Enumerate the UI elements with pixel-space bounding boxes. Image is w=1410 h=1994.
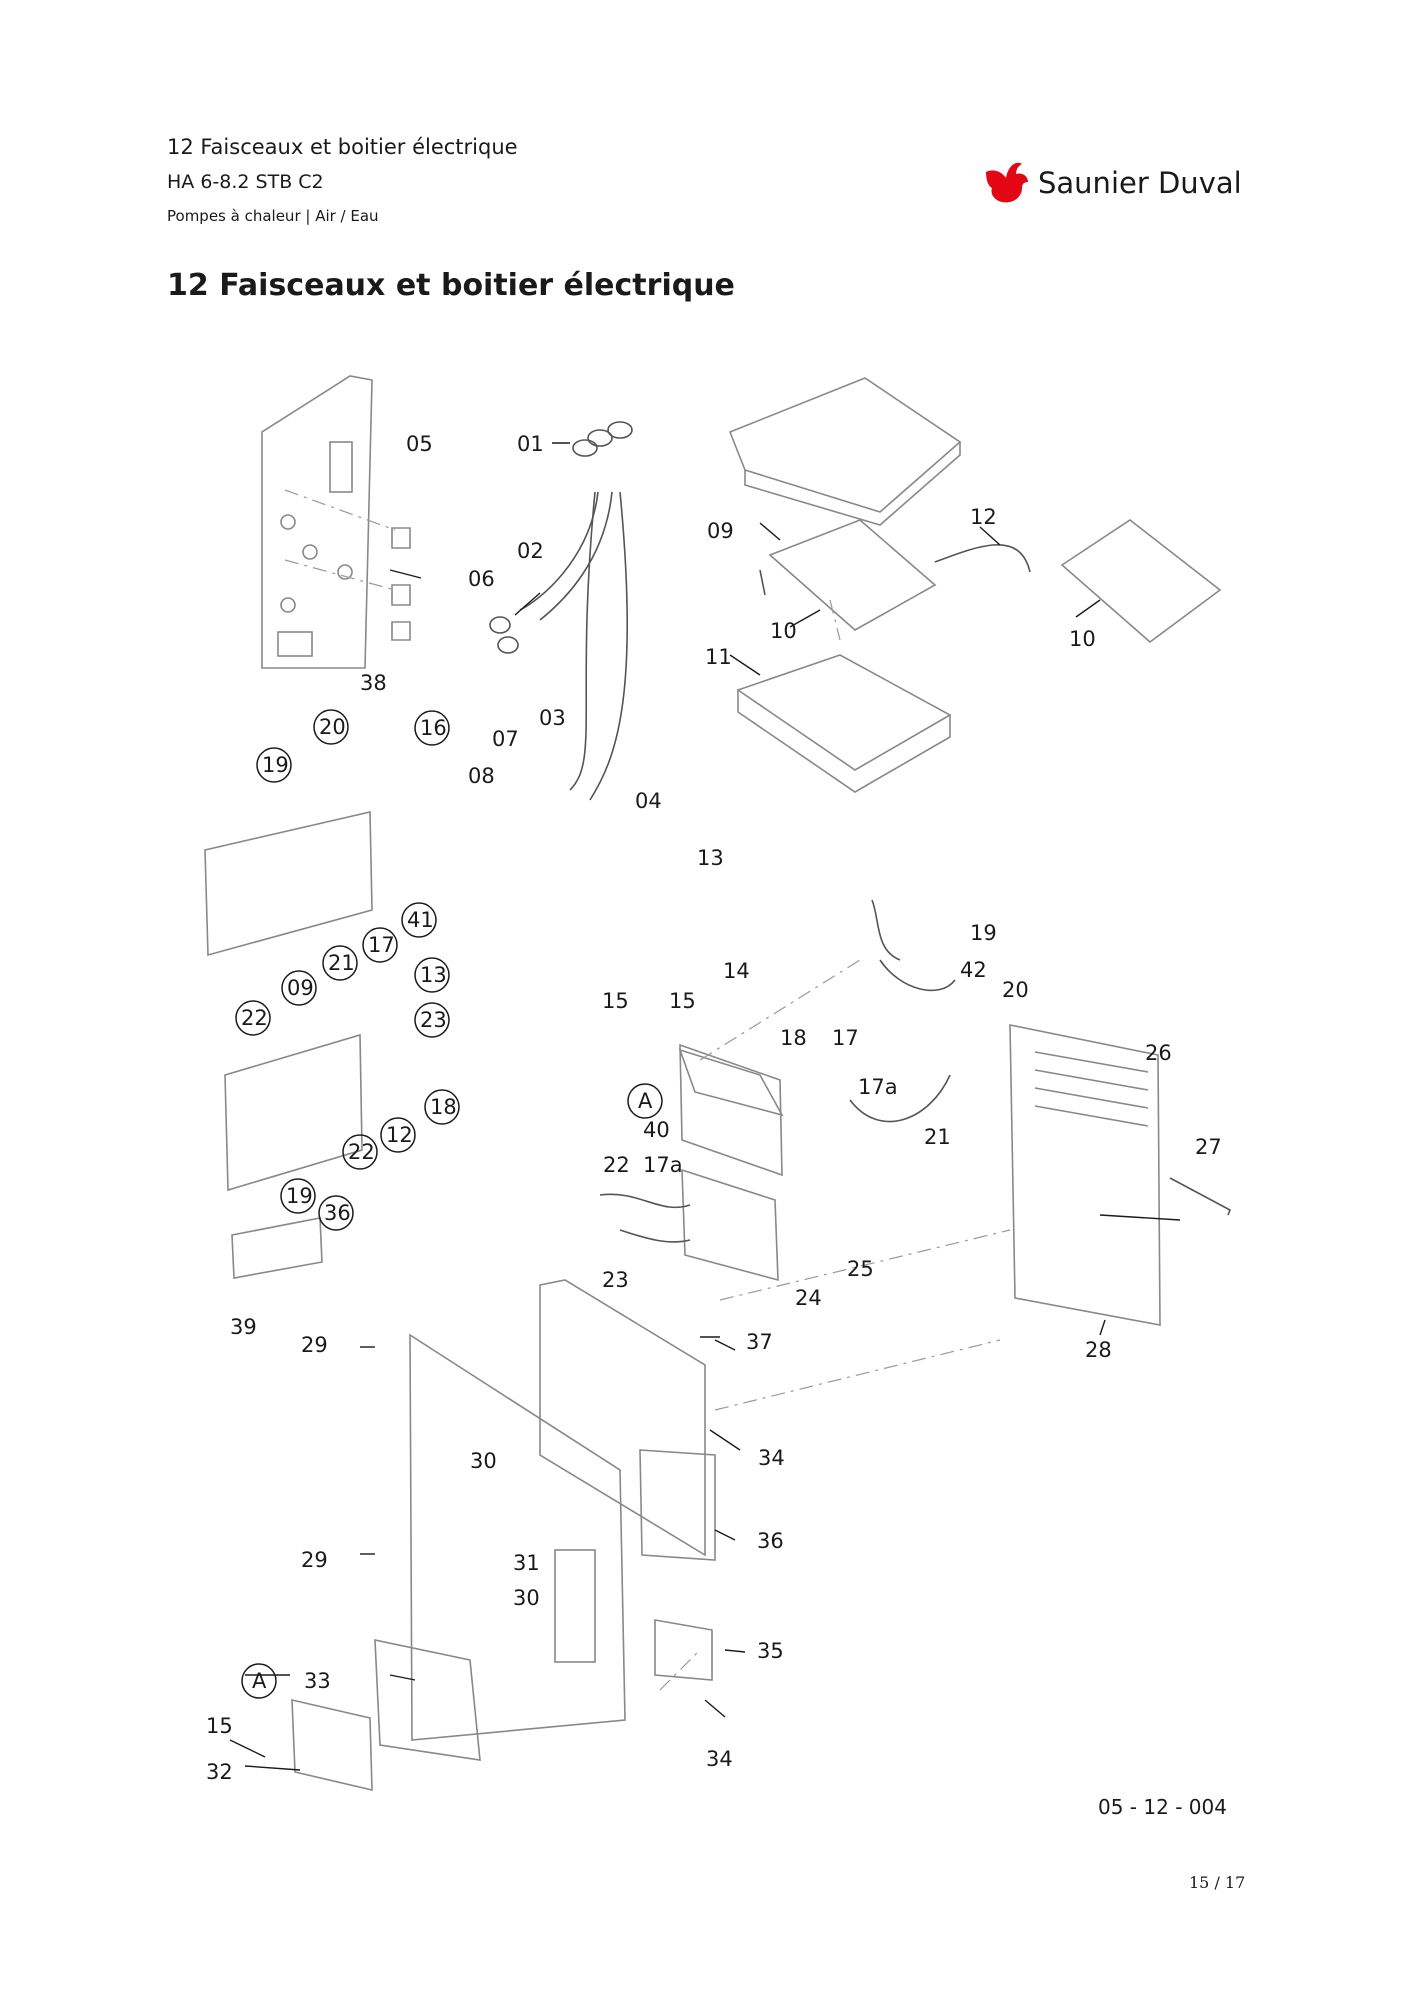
callout-35: 34	[758, 1446, 785, 1470]
left-boards-drawing	[204, 810, 373, 1279]
circled-22: 22	[241, 1006, 268, 1030]
callout-15: 15	[669, 989, 696, 1013]
callout-30: 29	[301, 1333, 328, 1357]
callout-23: 22	[603, 1153, 630, 1177]
box-lid-drawing	[728, 377, 962, 526]
front-panel-drawing	[1009, 1024, 1232, 1326]
circled-19: 19	[262, 753, 289, 777]
circled-20: 20	[319, 715, 346, 739]
callout-31b: 30	[513, 1586, 540, 1610]
header-section: 12 Faisceaux et boitier électrique	[167, 135, 518, 159]
callout-33: 32	[206, 1760, 233, 1784]
circled-12: 12	[386, 1123, 413, 1147]
callout-40: 39	[230, 1315, 257, 1339]
callout-31: 30	[470, 1449, 497, 1473]
callout-42: 42	[960, 958, 987, 982]
header-model: HA 6-8.2 STB C2	[167, 171, 324, 193]
circled-09: 09	[287, 976, 314, 1000]
callout-17a: 17a	[858, 1075, 898, 1099]
callout-02: 02	[517, 539, 544, 563]
pcb-drawing	[759, 519, 1222, 644]
center-parts-drawing	[599, 899, 956, 1282]
callout-35b: 34	[706, 1747, 733, 1771]
callout-26: 25	[847, 1257, 874, 1281]
callout-22: 21	[924, 1125, 951, 1149]
callout-27: 26	[1145, 1041, 1172, 1065]
circled-19b: 19	[286, 1184, 313, 1208]
brand-name: Saunier Duval	[1038, 166, 1242, 200]
callout-04: 04	[635, 789, 662, 813]
callout-03: 03	[539, 706, 566, 730]
housing-drawing	[291, 1279, 716, 1792]
callout-37: 36	[757, 1529, 784, 1553]
callout-30b: 29	[301, 1548, 328, 1572]
circled-A2: A	[252, 1669, 267, 1693]
callout-14: 14	[723, 959, 750, 983]
callout-11: 11	[705, 645, 732, 669]
circled-23: 23	[420, 1008, 447, 1032]
callout-32: 31	[513, 1551, 540, 1575]
callout-09: 09	[707, 519, 734, 543]
callout-05: 05	[406, 432, 433, 456]
callout-39: 38	[360, 671, 387, 695]
callout-34: 33	[304, 1669, 331, 1693]
callout-10b: 10	[1069, 627, 1096, 651]
callout-10: 10	[770, 619, 797, 643]
callout-16b: 15	[206, 1714, 233, 1738]
header-category: Pompes à chaleur | Air / Eau	[167, 207, 379, 225]
callout-21: 20	[1002, 978, 1029, 1002]
drawing-code: 05 - 12 - 004	[1098, 1795, 1227, 1819]
callout-29: 28	[1085, 1338, 1112, 1362]
callout-20: 19	[970, 921, 997, 945]
callout-06: 06	[468, 567, 495, 591]
callout-41: 40	[643, 1118, 670, 1142]
callout-16: 15	[602, 989, 629, 1013]
page-title: 12 Faisceaux et boitier électrique	[167, 268, 735, 303]
brand-logo: Saunier Duval	[982, 158, 1252, 208]
circled-36: 36	[324, 1201, 351, 1225]
mounting-plate-drawing	[261, 375, 411, 669]
circled-17: 17	[368, 933, 395, 957]
circled-13: 13	[420, 963, 447, 987]
box-tray-drawing	[736, 654, 952, 793]
circled-16: 16	[420, 716, 447, 740]
callout-38: 37	[746, 1330, 773, 1354]
callout-13: 13	[697, 846, 724, 870]
circled-22b: 22	[348, 1140, 375, 1164]
hose-drawing	[489, 421, 633, 801]
callout-19: 18	[780, 1026, 807, 1050]
bird-logo-icon	[986, 162, 1028, 203]
circled-21: 21	[328, 951, 355, 975]
callout-18: 17a	[643, 1153, 683, 1177]
callout-07: 07	[492, 727, 519, 751]
callout-12: 12	[970, 505, 997, 529]
circled-A: A	[638, 1089, 653, 1113]
callout-28: 27	[1195, 1135, 1222, 1159]
circled-41: 41	[407, 908, 434, 932]
page-number: 15 / 17	[1189, 1873, 1246, 1892]
circled-18: 18	[430, 1095, 457, 1119]
callout-01: 01	[517, 432, 544, 456]
callout-25: 24	[795, 1286, 822, 1310]
callout-17: 17	[832, 1026, 859, 1050]
callout-24: 23	[602, 1268, 629, 1292]
callout-08: 08	[468, 764, 495, 788]
callout-36: 35	[757, 1639, 784, 1663]
